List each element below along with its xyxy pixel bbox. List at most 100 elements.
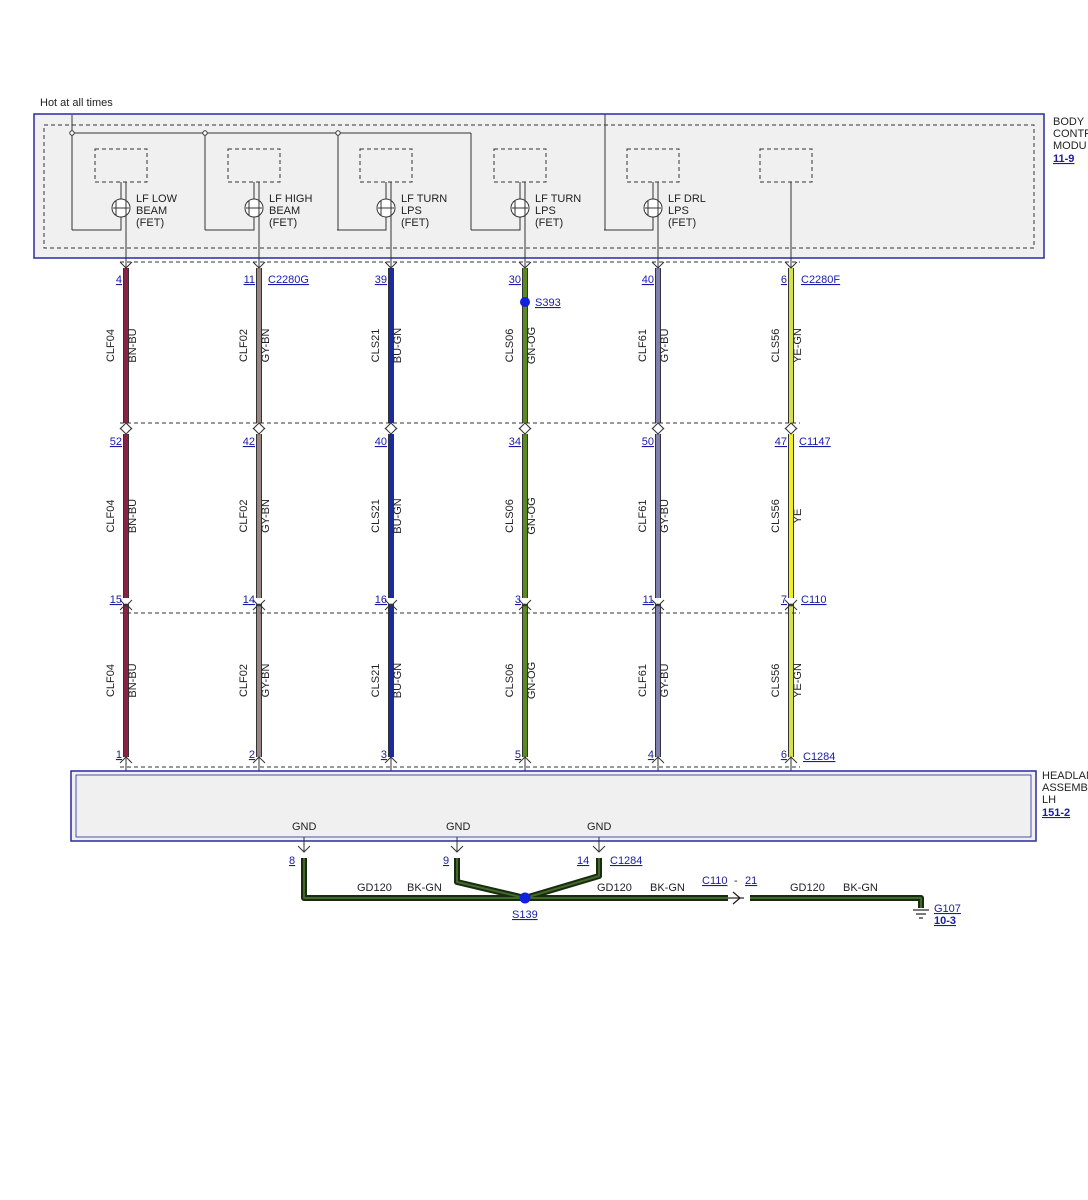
fet-label: BEAM — [269, 205, 300, 217]
gnd-pin-14[interactable]: 14 — [577, 855, 589, 867]
connector-arrow — [119, 422, 133, 430]
connector-arrow — [252, 422, 266, 430]
connector-c1284-label[interactable]: C1284 — [803, 751, 835, 763]
wire-color-label: YE-GN — [792, 328, 804, 363]
pin-number[interactable]: 5 — [515, 749, 521, 761]
bcm-label-3: MODU — [1053, 140, 1087, 152]
headlamp-ref-link[interactable]: 151-2 — [1042, 807, 1070, 819]
pin-number[interactable]: 7 — [781, 594, 787, 606]
pin-number[interactable]: 30 — [509, 274, 521, 286]
circuit-id-label: CLF61 — [637, 664, 649, 697]
connector-arrow — [518, 261, 532, 269]
connector-c1147-label[interactable]: C1147 — [799, 436, 831, 448]
connector-arrow — [384, 603, 398, 611]
pin-number[interactable]: 2 — [249, 749, 255, 761]
circuit-id-label: CLF04 — [105, 664, 117, 697]
gnd-connector-c1284[interactable]: C1284 — [610, 855, 642, 867]
connector-arrow — [119, 427, 133, 435]
gnd-pin-9[interactable]: 9 — [443, 855, 449, 867]
connector-arrow — [252, 599, 266, 607]
headlamp-label-3: LH — [1042, 794, 1056, 806]
circuit-id-label: CLS21 — [370, 664, 382, 698]
gnd-pin-8[interactable]: 8 — [289, 855, 295, 867]
splice-s139-dot — [519, 892, 531, 904]
circuit-id-label: CLS06 — [504, 329, 516, 363]
connector-arrow — [119, 261, 133, 269]
circuit-id-label: CLF61 — [637, 329, 649, 362]
connector-arrow — [651, 599, 665, 607]
bus-node — [335, 130, 341, 136]
pin-number[interactable]: 11 — [643, 594, 654, 606]
ground-point-g107[interactable]: G107 — [934, 903, 961, 915]
circuit-id-label: CLF04 — [105, 499, 117, 532]
fet-source-line — [72, 217, 122, 231]
pin-number[interactable]: 3 — [381, 749, 387, 761]
pin-number[interactable]: 4 — [116, 274, 122, 286]
pin-number[interactable]: 11 — [244, 274, 255, 286]
connector-arrow — [384, 599, 398, 607]
connector-c2280f-label[interactable]: C2280F — [801, 274, 840, 286]
pin-number[interactable]: 6 — [781, 274, 787, 286]
connector-arrow — [651, 261, 665, 269]
connector-arrow — [119, 603, 133, 611]
pin-number[interactable]: 47 — [775, 436, 787, 448]
headlamp-label-2: ASSEMB — [1042, 782, 1088, 794]
pin-number[interactable]: 40 — [642, 274, 654, 286]
connector-c110-label[interactable]: C110 — [801, 594, 826, 606]
wire-color-label: BU-GN — [392, 328, 404, 364]
ground-color-label-1: BK-GN — [407, 882, 442, 894]
pin-number[interactable]: 50 — [642, 436, 654, 448]
ground-ref-link[interactable]: 10-3 — [934, 915, 956, 927]
pin-number[interactable]: 3 — [515, 594, 521, 606]
pin-number[interactable]: 52 — [110, 436, 122, 448]
inline-connector-pin-21[interactable]: 21 — [745, 875, 757, 887]
circuit-id-label: CLS21 — [370, 499, 382, 533]
splice-s139-label[interactable]: S139 — [512, 909, 538, 921]
pin-number[interactable]: 6 — [781, 749, 787, 761]
wire-color-label: GY-BN — [260, 499, 272, 533]
circuit-id-label: CLF61 — [637, 499, 649, 532]
fet-label: (FET) — [401, 217, 429, 229]
splice-s393-label[interactable]: S393 — [535, 297, 561, 309]
fet-label: LF LOW — [136, 193, 178, 205]
fet-source-line — [471, 217, 521, 231]
bcm-label-2: CONTR — [1053, 128, 1088, 140]
wire-color-label: YE — [792, 509, 804, 524]
fet-label: BEAM — [136, 205, 167, 217]
pin-number[interactable]: 34 — [509, 436, 521, 448]
pin-number[interactable]: 39 — [375, 274, 387, 286]
circuit-id-label: CLS21 — [370, 329, 382, 363]
circuit-id-label: CLF02 — [238, 664, 250, 697]
circuit-id-label: CLS56 — [770, 499, 782, 533]
circuit-id-label: CLS56 — [770, 664, 782, 698]
fet-label: LF TURN — [535, 193, 581, 205]
ground-circuit-label-1: GD120 — [357, 882, 392, 894]
wire-color-label: GN-OG — [526, 497, 538, 534]
ground-color-label-2: BK-GN — [650, 882, 685, 894]
pin-number[interactable]: 14 — [243, 594, 255, 606]
pin-number[interactable]: 1 — [116, 749, 122, 761]
connector-arrow — [384, 422, 398, 430]
pin-number[interactable]: 42 — [243, 436, 255, 448]
connector-arrow — [784, 422, 798, 430]
fet-label: (FET) — [136, 217, 164, 229]
pin-number[interactable]: 40 — [375, 436, 387, 448]
connector-arrow — [518, 422, 532, 430]
wire-color-label: GN-OG — [526, 327, 538, 364]
circuit-id-label: CLS06 — [504, 664, 516, 698]
headlamp-inner-border — [75, 774, 1032, 838]
ground-circuit-label-2: GD120 — [597, 882, 632, 894]
circuit-id-label: CLF02 — [238, 499, 250, 532]
wire-color-label: GY-BN — [260, 329, 272, 363]
connector-arrow — [252, 603, 266, 611]
pin-number[interactable]: 4 — [648, 749, 654, 761]
body-control-module-box — [33, 113, 1045, 259]
bcm-ref-link[interactable]: 11-9 — [1053, 153, 1074, 165]
inline-connector-c110[interactable]: C110 — [702, 875, 727, 887]
pin-number[interactable]: 16 — [375, 594, 387, 606]
connector-c2280g-label[interactable]: C2280G — [268, 274, 309, 286]
pin-number[interactable]: 15 — [110, 594, 122, 606]
wire-color-label: BN-BU — [127, 328, 139, 362]
connector-arrow — [651, 603, 665, 611]
